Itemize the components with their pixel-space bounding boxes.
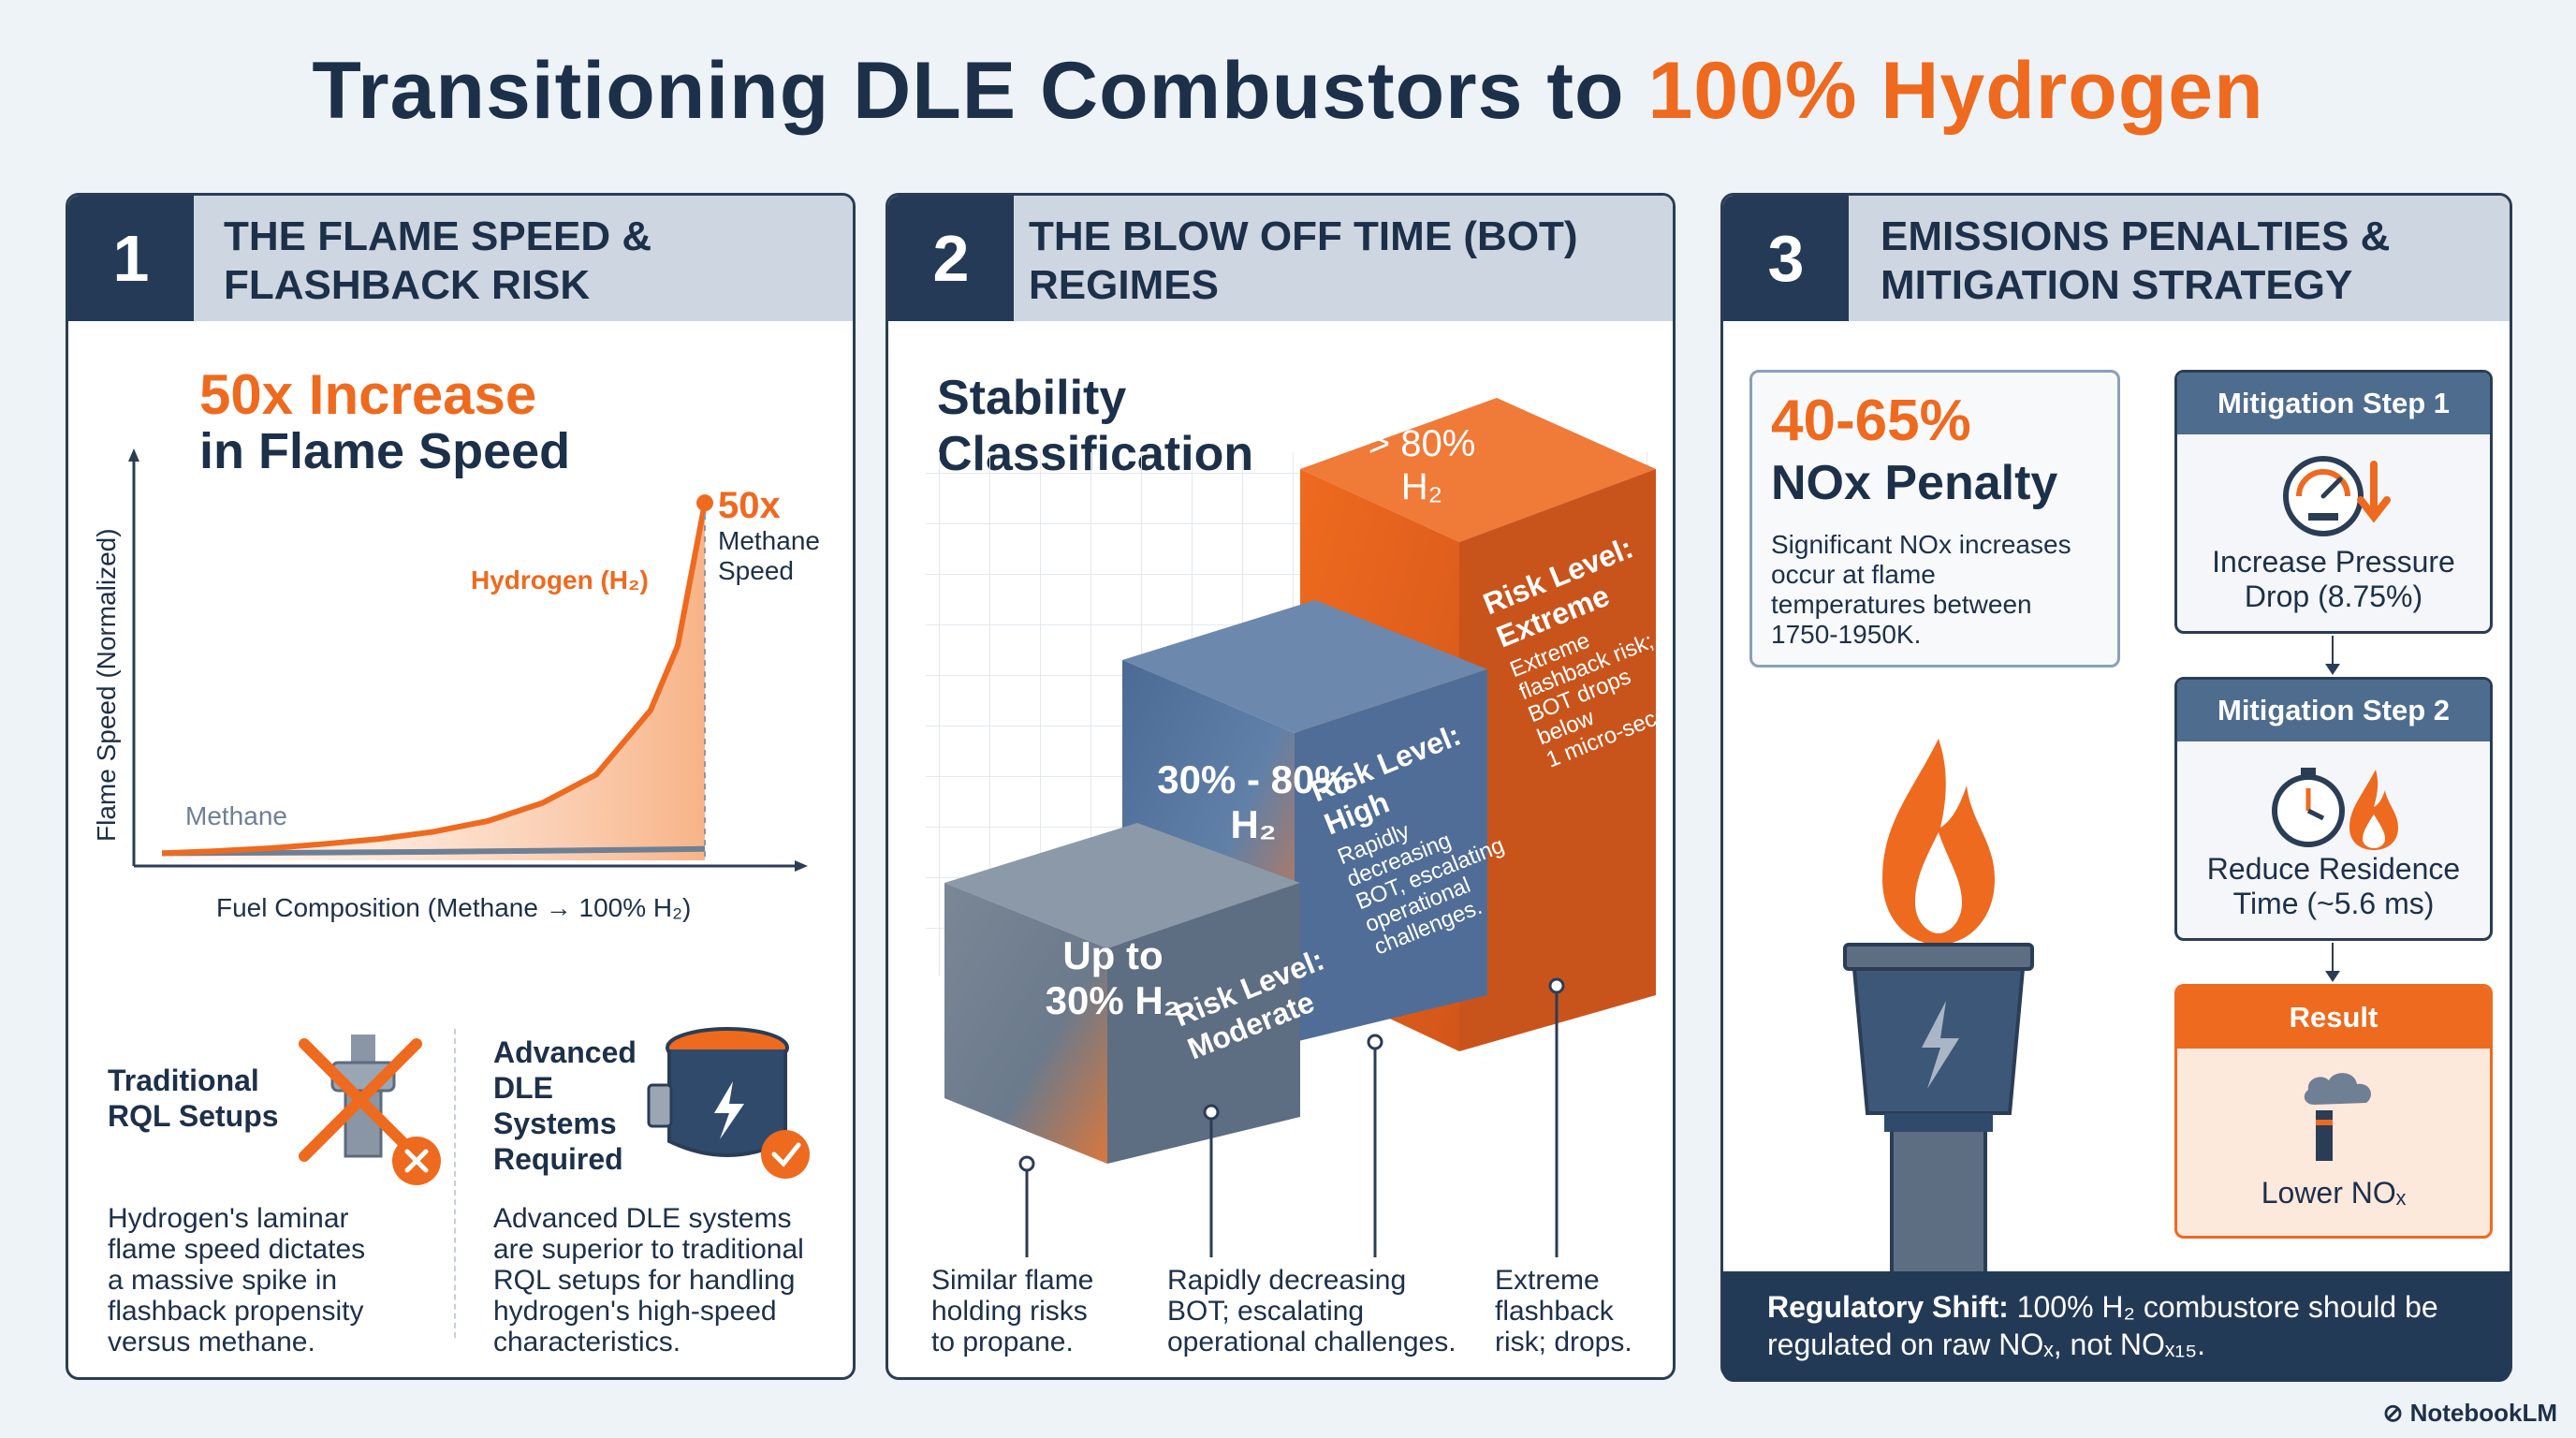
result-text: Lower NOₓ (2261, 1176, 2407, 1210)
pressure-gauge-icon (2283, 456, 2391, 536)
hydrogen-series-line (161, 502, 708, 857)
panel-flame-speed: 1 THE FLAME SPEED & FLASHBACK RISK 50x I… (66, 193, 856, 1380)
x-axis-arrow (795, 860, 808, 872)
y-axis-arrow (128, 448, 139, 462)
panel-2-number: 2 (888, 196, 1014, 321)
bot-staircase-diagram (926, 398, 1656, 1257)
panel-1-header: 1 THE FLAME SPEED & FLASHBACK RISK (68, 196, 853, 321)
step-1-heading: Mitigation Step 1 (2177, 373, 2490, 434)
panel-1-number: 1 (68, 196, 194, 321)
block-2-top (1122, 600, 1487, 733)
block-3-side (1459, 469, 1656, 1051)
nox-penalty-label: NOx Penalty (1771, 456, 2058, 510)
y-axis-label: Flame Speed (Normalized) (92, 528, 121, 842)
result-card: Result Lower NOₓ (2174, 984, 2493, 1239)
block-3-top (1300, 398, 1656, 542)
step-2-text: Reduce Residence Time (~5.6 ms) (2206, 852, 2461, 920)
footer-bold: Regulatory Shift: (1767, 1290, 2009, 1324)
x-axis-label: Fuel Composition (Methane → 100% H₂) (216, 893, 691, 922)
panel-3-title: EMISSIONS PENALTIES & MITIGATION STRATEG… (1881, 213, 2391, 308)
block-2-side (1295, 669, 1487, 1042)
dle-description: Advanced DLE systems are superior to tra… (493, 1203, 804, 1357)
dle-label: Advanced DLE Systems Required (493, 1035, 637, 1176)
hydrogen-series-label: Hydrogen (H₂) (471, 565, 649, 594)
nox-penalty-card: 40-65% NOx Penalty Significant NOx incre… (1749, 370, 2120, 668)
regulatory-footer: Regulatory Shift: 100% H₂ combustore sho… (1722, 1271, 2510, 1382)
panel-2-header: 2 THE BLOW OFF TIME (BOT) REGIMES (888, 196, 1673, 321)
panel-1-title: THE FLAME SPEED & FLASHBACK RISK (224, 213, 652, 308)
panel-emissions: 3 EMISSIONS PENALTIES & MITIGATION STRAT… (1720, 193, 2512, 1380)
step-1-text: Increase Pressure Drop (8.75%) (2212, 545, 2455, 613)
block-2-range: 30% - 80% H₂ (1157, 757, 1350, 846)
panel-1-divider (454, 1029, 458, 1338)
caption-extreme: Extreme flashback risk; drops. (1495, 1265, 1632, 1357)
block-1-front (944, 883, 1107, 1164)
peak-sub-1: Methane (718, 526, 820, 555)
mitigation-step-2: Mitigation Step 2 Reduce Residence Time … (2174, 677, 2493, 941)
result-heading: Result (2177, 987, 2490, 1049)
nox-penalty-text: Significant NOx increases occur at flame… (1771, 530, 2071, 649)
methane-series-line (161, 845, 706, 857)
block-1-side (1107, 883, 1300, 1164)
panel-2-title: THE BLOW OFF TIME (BOT) REGIMES (1029, 213, 1578, 308)
step-2-heading: Mitigation Step 2 (2177, 680, 2490, 741)
title-accent: 100% Hydrogen (1647, 46, 2264, 136)
timer-flame-icon (2272, 768, 2398, 850)
arrow-1-head (2325, 664, 2340, 675)
peak-sub-2: Speed (718, 556, 794, 585)
mitigation-step-1: Mitigation Step 1 Increase Pressure Drop… (2174, 370, 2493, 634)
nox-penalty-stat: 40-65% (1771, 389, 1971, 453)
rql-label: Traditional RQL Setups (108, 1064, 279, 1133)
peak-point (696, 494, 713, 512)
hydrogen-area (162, 503, 705, 860)
rql-description: Hydrogen's laminar flame speed dictates … (108, 1203, 366, 1357)
methane-series-label: Methane (185, 801, 287, 830)
peak-label: 50x (718, 485, 781, 526)
brand-logo: ⊘ NotebookLM (2382, 1399, 2557, 1427)
panel-3-header: 3 EMISSIONS PENALTIES & MITIGATION STRAT… (1723, 196, 2510, 321)
block-1-range: Up to 30% H₂ (1045, 933, 1181, 1022)
block-3-range: > 80% H₂ (1368, 423, 1476, 507)
dle-combustor-check-icon (647, 1027, 810, 1179)
title-main: Transitioning DLE Combustors to (312, 46, 1625, 136)
rql-injector-crossed-icon (299, 1034, 441, 1185)
panel-bot-regimes: 2 THE BLOW OFF TIME (BOT) REGIMES Stabil… (886, 193, 1676, 1380)
panel-3-number: 3 (1723, 196, 1849, 321)
footer-line-2: regulated on raw NOₓ, not NOₓ₁₅. (1767, 1328, 2205, 1361)
block-1-top (944, 823, 1300, 948)
caption-high: Rapidly decreasing BOT; escalating opera… (1167, 1265, 1456, 1357)
flame-speed-stat: 50x Increase (199, 363, 537, 426)
footer-line-1: 100% H₂ combustore should be (2016, 1290, 2438, 1324)
flame-speed-stat-sub: in Flame Speed (199, 423, 571, 479)
arrow-2-head (2325, 971, 2340, 982)
page-title: Transitioning DLE Combustors to 100% Hyd… (0, 45, 2576, 138)
arrow-2 (2332, 943, 2334, 976)
caption-moderate: Similar flame holding risks to propane. (931, 1265, 1094, 1357)
factory-smoke-icon (2304, 1073, 2371, 1161)
arrow-1 (2332, 636, 2334, 669)
brand-icon: ⊘ (2382, 1399, 2410, 1427)
